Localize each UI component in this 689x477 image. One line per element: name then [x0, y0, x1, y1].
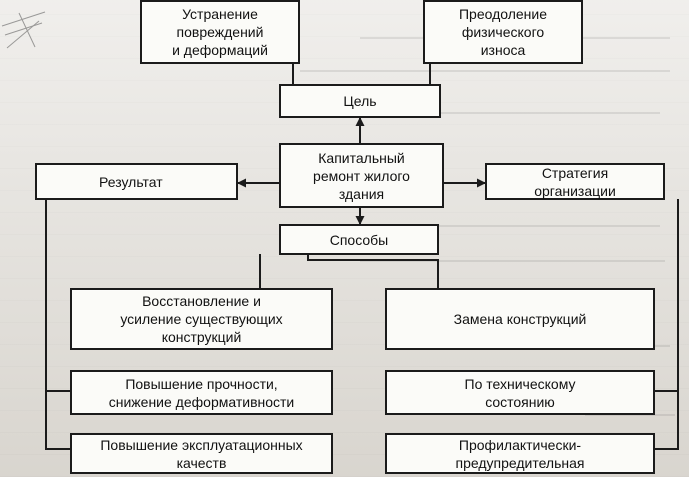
technical-condition-box: По техническому состоянию: [385, 370, 655, 415]
background-text-line: [360, 260, 665, 262]
background-text-line: [410, 112, 660, 114]
goal-box: Цель: [279, 84, 441, 118]
preventive-box: Профилактически- предупредительная: [385, 433, 655, 474]
damage-removal-box: Устранение повреждений и деформаций: [140, 0, 300, 64]
background-text-line: [300, 70, 670, 72]
background-text-line: [360, 225, 660, 227]
background-text-line: [585, 414, 675, 416]
physical-wear-box: Преодоление физического износа: [423, 0, 583, 64]
methods-box: Способы: [279, 224, 439, 255]
restoration-box: Восстановление и усиление существующих к…: [70, 288, 333, 350]
capital-repair-box: Капитальный ремонт жилого здания: [279, 143, 444, 208]
hand-sketch-mark: [1, 11, 46, 49]
strength-box: Повышение прочности, снижение деформатив…: [70, 370, 333, 415]
strategy-box: Стратегия организации: [485, 163, 665, 200]
connector-methods-to-right-branch: [307, 254, 439, 289]
replacement-box: Замена конструкций: [385, 288, 655, 350]
operational-quality-box: Повышение эксплуатационных качеств: [70, 433, 333, 474]
result-box: Результат: [35, 163, 238, 200]
